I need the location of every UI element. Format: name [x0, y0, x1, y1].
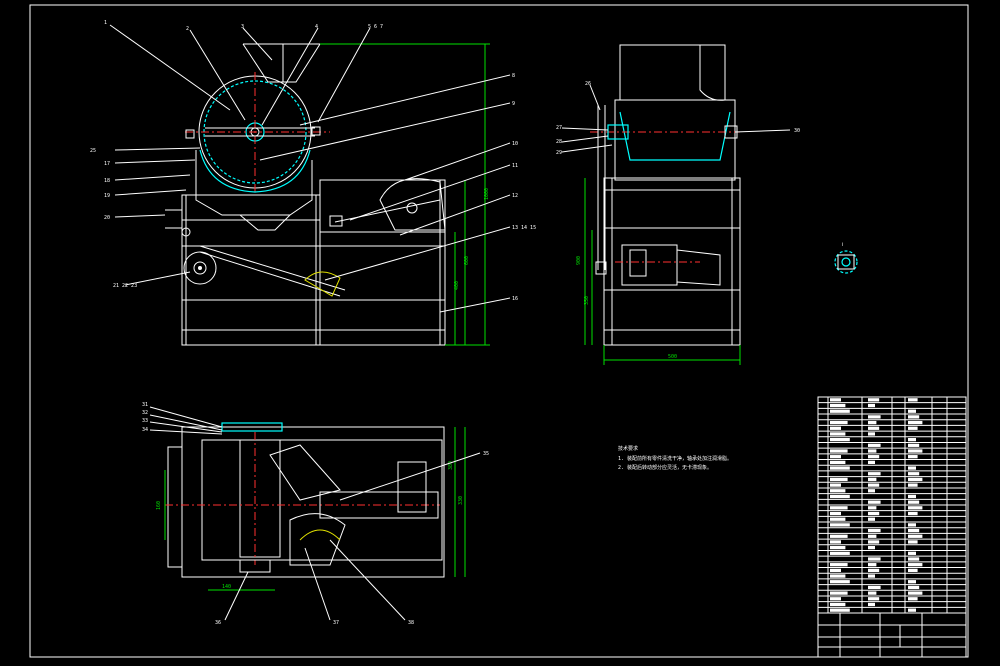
part-label: 33 [142, 418, 148, 424]
dim-side-lower: 350 [584, 296, 590, 305]
side-motor [621, 244, 678, 286]
side-hopper [619, 44, 726, 101]
part-label: 10 [512, 141, 518, 147]
side-drum-housing [614, 99, 736, 181]
part-label: 3 [241, 24, 244, 30]
part-label: 16 [512, 296, 518, 302]
plan-view[interactable]: 160 380 330 140 31 32 33 34 35 36 37 38 [142, 402, 489, 626]
belt-guard [379, 178, 446, 231]
dim-height-total: 1000 [484, 188, 490, 200]
part-label: 29 [556, 150, 562, 156]
notes-line-2: 2. 装配后转动部分应灵活，无卡滞现象。 [618, 464, 712, 471]
part-label: 8 [512, 73, 515, 79]
screen-outlet [304, 271, 341, 297]
dim-plan-a: 160 [156, 501, 162, 510]
part-label: 35 [483, 451, 489, 457]
plan-drum [239, 439, 281, 558]
drum-screen [203, 80, 307, 184]
dim-plan-d: 140 [222, 584, 231, 590]
part-label: 1 [104, 20, 107, 26]
notes-title: 技术要求 [618, 445, 638, 452]
dim-plan-c: 330 [458, 496, 464, 505]
part-label: 27 [556, 125, 562, 131]
part-label: 36 [215, 620, 221, 626]
part-label: 4 [315, 24, 318, 30]
part-label: 19 [104, 193, 110, 199]
dim-side-width: 500 [668, 354, 677, 360]
dim-side-height: 900 [576, 256, 582, 265]
part-label: 37 [333, 620, 339, 626]
part-label: 9 [512, 101, 515, 107]
detail-view[interactable]: Ⅰ [834, 242, 858, 274]
part-label: 31 [142, 402, 148, 408]
dim-height-lower: 400 [454, 281, 460, 290]
part-label: 21 22 23 [113, 283, 137, 289]
title-block[interactable] [817, 612, 967, 658]
frame-right [319, 179, 446, 346]
hopper-outline [242, 43, 321, 83]
parts-list[interactable] [817, 396, 967, 614]
part-label: 28 [556, 139, 562, 145]
side-bearing-left [607, 124, 629, 140]
side-view[interactable]: 500 900 350 26 27 28 29 30 [556, 44, 800, 365]
svg-text:Ⅰ: Ⅰ [842, 242, 843, 248]
part-label: 5 6 7 [368, 24, 383, 30]
side-frame [603, 177, 741, 346]
frame-left [181, 194, 321, 346]
part-label: 20 [104, 215, 110, 221]
part-label: 32 [142, 410, 148, 416]
technical-notes: 技术要求 1. 装配前所有零件清洗干净，轴承处加注润滑脂。 2. 装配后转动部分… [618, 445, 732, 471]
part-label: 30 [794, 128, 800, 134]
plan-frame [181, 426, 445, 578]
part-label: 38 [408, 620, 414, 626]
notes-line-1: 1. 装配前所有零件清洗干净，轴承处加注润滑脂。 [618, 455, 732, 462]
part-label: 13 14 15 [512, 225, 536, 231]
part-label: 25 [90, 148, 96, 154]
plan-outlet [289, 513, 346, 566]
dim-plan-b: 380 [448, 461, 454, 470]
front-view[interactable]: 1000 600 400 1 2 3 4 5 6 7 [90, 20, 536, 346]
part-label: 34 [142, 427, 148, 433]
part-label: 12 [512, 193, 518, 199]
drawing-frame [29, 4, 969, 658]
part-label: 2 [186, 26, 189, 32]
part-label: 18 [104, 178, 110, 184]
dim-height-frame: 600 [464, 256, 470, 265]
part-label: 11 [512, 163, 518, 169]
part-label: 26 [585, 81, 591, 87]
trough-hatch [199, 149, 311, 193]
part-label: 17 [104, 161, 110, 167]
